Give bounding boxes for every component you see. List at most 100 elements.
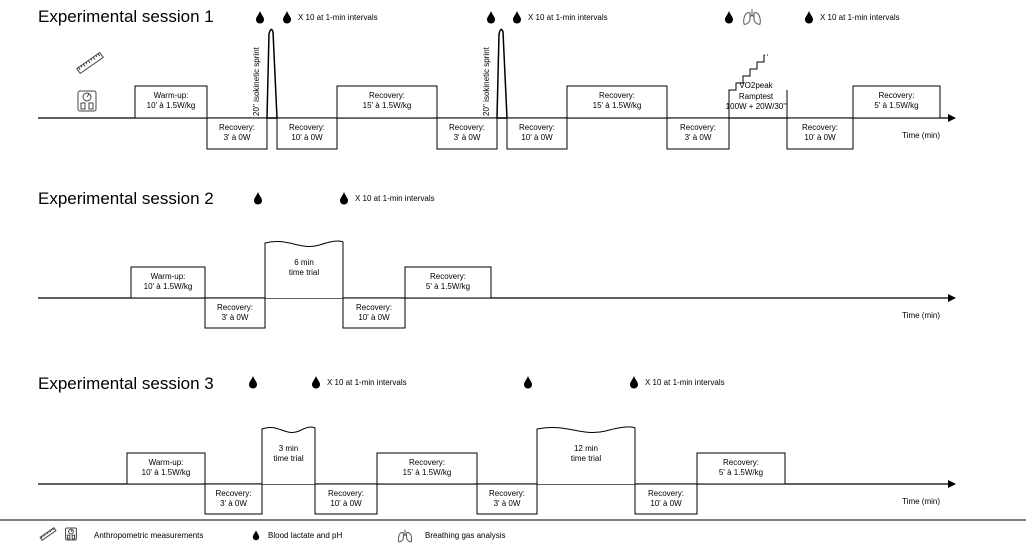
- segment-label: 3' à 0W: [220, 499, 247, 508]
- sampling-annotation: [254, 192, 262, 205]
- segment-above: Warm-up:10' à 1.5W/kg: [134, 85, 208, 119]
- blood-drop-icon: [283, 11, 291, 24]
- sprint-spike: [496, 28, 508, 119]
- segment-label: 10' à 0W: [291, 133, 323, 142]
- segment-below: Recovery:3' à 0W: [204, 297, 266, 329]
- blood-drop-icon: [252, 530, 260, 541]
- segment-label: Warm-up:: [154, 91, 189, 100]
- legend-item: Anthropometric measurements: [39, 527, 203, 541]
- segment-label: 6 min: [294, 258, 314, 267]
- sampling-annotation: X 10 at 1-min intervals: [312, 376, 407, 389]
- session-title: Experimental session 1: [38, 7, 214, 26]
- segment-box: [342, 297, 406, 329]
- session-1: Experimental session 1 Time (min) X 10 at …: [38, 7, 956, 150]
- segment-label: Recovery:: [878, 91, 914, 100]
- segment-label: Recovery:: [430, 272, 466, 281]
- segment-label: 5' à 1.5W/kg: [719, 468, 763, 477]
- time-axis-label: Time (min): [902, 497, 940, 506]
- segment-above: Warm-up:10' à 1.5W/kg: [126, 452, 206, 485]
- segment-label: Recovery:: [648, 489, 684, 498]
- segment-below: Recovery:10' à 0W: [786, 117, 854, 150]
- segment-label: time trial: [571, 454, 601, 463]
- segment-label: Recovery:: [599, 91, 635, 100]
- segment-box: [634, 483, 698, 515]
- sampling-repeat-label: X 10 at 1-min intervals: [645, 378, 725, 387]
- segment-label: time trial: [273, 454, 303, 463]
- segment-box: [666, 117, 730, 150]
- segment-label: Recovery:: [219, 123, 255, 132]
- time-axis-label: Time (min): [902, 131, 940, 140]
- sampling-repeat-label: X 10 at 1-min intervals: [355, 194, 435, 203]
- time-trial-box: [261, 426, 316, 484]
- lungs-icon: [743, 9, 761, 25]
- segment-box: [336, 85, 438, 119]
- segment-sprint: 20'' isokinetic sprint: [252, 28, 278, 119]
- segment-label: 10' à 0W: [650, 499, 682, 508]
- segment-box: [476, 483, 538, 515]
- segment-below: Recovery:10' à 0W: [506, 117, 568, 150]
- blood-drop-icon: [249, 376, 257, 389]
- segment-label: 10' à 0W: [358, 313, 390, 322]
- segment-below: Recovery:10' à 0W: [342, 297, 406, 329]
- sampling-annotation: [725, 9, 761, 25]
- scale-icon: [77, 90, 97, 112]
- segment-box: [314, 483, 378, 515]
- segment-label: 15' à 1.5W/kg: [363, 101, 412, 110]
- scale-icon: [65, 527, 77, 541]
- sampling-repeat-label: X 10 at 1-min intervals: [528, 13, 608, 22]
- sprint-spike: [266, 28, 278, 119]
- blood-drop-icon: [254, 192, 262, 205]
- sampling-repeat-label: X 10 at 1-min intervals: [820, 13, 900, 22]
- ramptest-protocol-label: 100W + 20W/30'': [726, 102, 787, 111]
- segment-above: Recovery:15' à 1.5W/kg: [566, 85, 668, 119]
- legend-item: Blood lactate and pH: [252, 530, 342, 541]
- segment-above: Recovery:5' à 1.5W/kg: [852, 85, 941, 119]
- segment-label: Recovery:: [519, 123, 555, 132]
- segment-label: Recovery:: [369, 91, 405, 100]
- segment-box: [506, 117, 568, 150]
- segment-label: 5' à 1.5W/kg: [426, 282, 470, 291]
- time-trial-box: [536, 426, 636, 484]
- segment-above: Warm-up:10' à 1.5W/kg: [130, 266, 206, 299]
- segment-above: Recovery:15' à 1.5W/kg: [336, 85, 438, 119]
- legend-label: Blood lactate and pH: [268, 531, 342, 540]
- segment-label: 3' à 0W: [222, 313, 249, 322]
- segment-box: [204, 483, 263, 515]
- ramp-staircase: [728, 55, 765, 118]
- sprint-label: 20'' isokinetic sprint: [482, 46, 491, 116]
- blood-drop-icon: [340, 192, 348, 205]
- segment-label: Recovery:: [215, 489, 251, 498]
- segment-box: [206, 117, 268, 150]
- segment-label: Recovery:: [802, 123, 838, 132]
- segment-label: Recovery:: [680, 123, 716, 132]
- sampling-annotation: X 10 at 1-min intervals: [340, 192, 435, 205]
- blood-drop-icon: [630, 376, 638, 389]
- segment-box: [376, 452, 478, 485]
- ruler-icon: [39, 527, 57, 541]
- segment-label: 10' à 0W: [521, 133, 553, 142]
- segment-label: 3 min: [279, 444, 299, 453]
- segment-label: Recovery:: [409, 458, 445, 467]
- segment-label: 3' à 0W: [685, 133, 712, 142]
- segment-box: [404, 266, 492, 299]
- segment-below: Recovery:10' à 0W: [314, 483, 378, 515]
- segment-label: 10' à 0W: [804, 133, 836, 142]
- sampling-annotation: X 10 at 1-min intervals: [630, 376, 725, 389]
- blood-drop-icon: [805, 11, 813, 24]
- segment-label: 10' à 1.5W/kg: [144, 282, 193, 291]
- segment-label: Recovery:: [328, 489, 364, 498]
- segment-box: [696, 452, 786, 485]
- blood-drop-icon: [256, 11, 264, 24]
- legend-label: Anthropometric measurements: [94, 531, 203, 540]
- sampling-annotation: X 10 at 1-min intervals: [513, 11, 608, 24]
- segment-label: 3' à 0W: [494, 499, 521, 508]
- ruler-icon: [76, 51, 104, 75]
- segment-above: Recovery:5' à 1.5W/kg: [696, 452, 786, 485]
- blood-drop-icon: [513, 11, 521, 24]
- segment-label: Recovery:: [449, 123, 485, 132]
- segment-box: [852, 85, 941, 119]
- segment-box: [276, 117, 338, 150]
